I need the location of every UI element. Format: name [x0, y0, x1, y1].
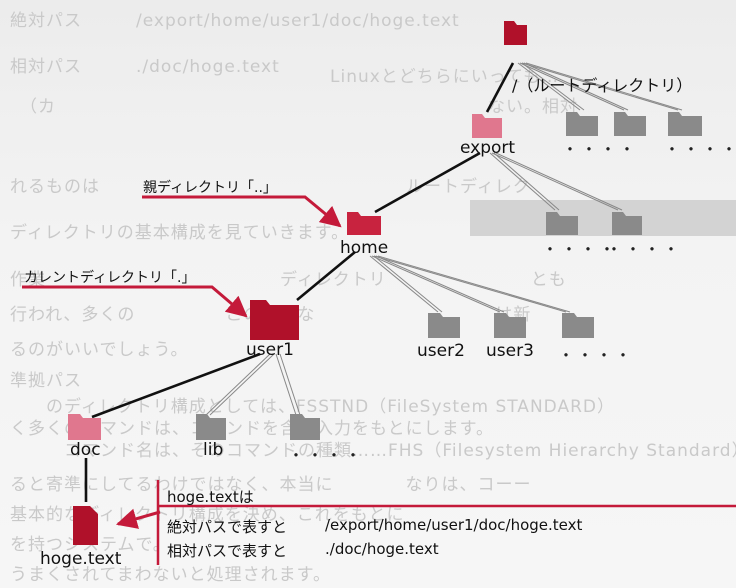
hoge-file-icon	[73, 506, 98, 545]
main-path-lines	[84, 62, 515, 502]
gray-folder-icons	[196, 112, 702, 440]
hoge-label: hoge.text	[40, 549, 122, 569]
background-text: れるものは ルートディレク	[10, 177, 531, 197]
export-folder-icon	[472, 114, 502, 138]
folder-icon	[290, 414, 320, 440]
current-arrow-icon	[22, 285, 248, 318]
info-box	[156, 480, 736, 565]
folder-icon	[196, 414, 226, 440]
user1-label: user1	[246, 340, 294, 360]
doc-folder-icon	[68, 414, 101, 440]
background-text: 準拠パス	[10, 371, 82, 391]
info-title: hoge.textは	[167, 488, 254, 506]
root-label: /（ルートディレクトリ）	[512, 76, 693, 95]
background-text: コマンド名は、そのコマンドの種類……FHS（Filesystem Hierarc…	[10, 441, 736, 461]
ellipsis-home-children-2: ・・・・	[606, 240, 683, 259]
current-directory-callout: カレントディレクトリ「.」	[24, 270, 196, 286]
user2-label: user2	[417, 341, 465, 361]
ellipsis-user1-children: ・・・・	[288, 446, 365, 465]
folder-icon	[428, 313, 460, 338]
hoge-arrow-icon	[115, 508, 161, 529]
export-label: export	[460, 138, 516, 158]
user1-folder-icon	[250, 300, 299, 340]
secondary-lines	[205, 62, 683, 416]
parent-directory-callout: 親ディレクトリ「..」	[143, 180, 277, 196]
relative-path-value: ./doc/hoge.text	[325, 540, 439, 558]
background-text: うまくされてまわないと処理されます。	[10, 565, 331, 585]
background-box	[470, 200, 736, 236]
edge-root-export	[485, 62, 515, 113]
background-text: ディレクトリの基本構成を見ていきます。	[10, 223, 350, 243]
ellipsis-export-children-2: ・・・・	[664, 140, 736, 159]
background-text: 相対パス ./doc/hoge.text	[10, 57, 280, 77]
background-text: 作業 ディレクトリ とも	[10, 270, 567, 290]
background-text: く多くのコマンドは、コマンドを含む入力をもとにします。	[10, 419, 494, 439]
folder-icon	[494, 313, 526, 338]
background-text: Linuxとどちらにいっても…	[330, 67, 560, 87]
root-folder-icon	[504, 21, 527, 45]
background-text: 絶対パス /export/home/user1/doc/hoge.text	[10, 11, 460, 31]
folder-icon	[562, 313, 594, 338]
parent-arrow-icon	[142, 195, 342, 228]
folder-icon	[614, 112, 646, 136]
edge-user1-doc	[91, 352, 261, 419]
doc-label: doc	[70, 440, 101, 460]
folder-icon	[566, 112, 598, 136]
folder-icon	[668, 112, 702, 136]
ellipsis-user-dirs: ・・・・	[558, 346, 635, 365]
folder-icon	[612, 212, 642, 235]
folder-icon	[546, 212, 578, 235]
user3-label: user3	[486, 341, 534, 361]
edge-export-home	[374, 151, 481, 214]
ellipsis-home-children: ・・・・	[542, 240, 619, 259]
ellipsis-export-children: ・・・・	[562, 140, 639, 159]
edge-home-user1	[296, 250, 356, 302]
absolute-path-label: 絶対パスで表すと	[167, 518, 288, 536]
background-text: のディレクトリ構成としては、FSSTND（FileSystem STANDARD…	[10, 397, 615, 417]
lib-label: lib	[203, 440, 224, 460]
background-text: 基本的なディレクトリ構成を決め、これをもとに	[10, 505, 513, 525]
background-text: るのがいいでしょう。	[10, 340, 189, 360]
background-text: （カ ない。相対	[20, 97, 578, 117]
background-text: ると寄準にしてるわけではなく、本当に なりは、コーー	[10, 475, 532, 495]
relative-path-label: 相対パスで表すと	[167, 542, 288, 560]
home-folder-icon	[347, 212, 381, 235]
absolute-path-value: /export/home/user1/doc/hoge.text	[325, 516, 583, 534]
home-label: home	[340, 238, 389, 258]
